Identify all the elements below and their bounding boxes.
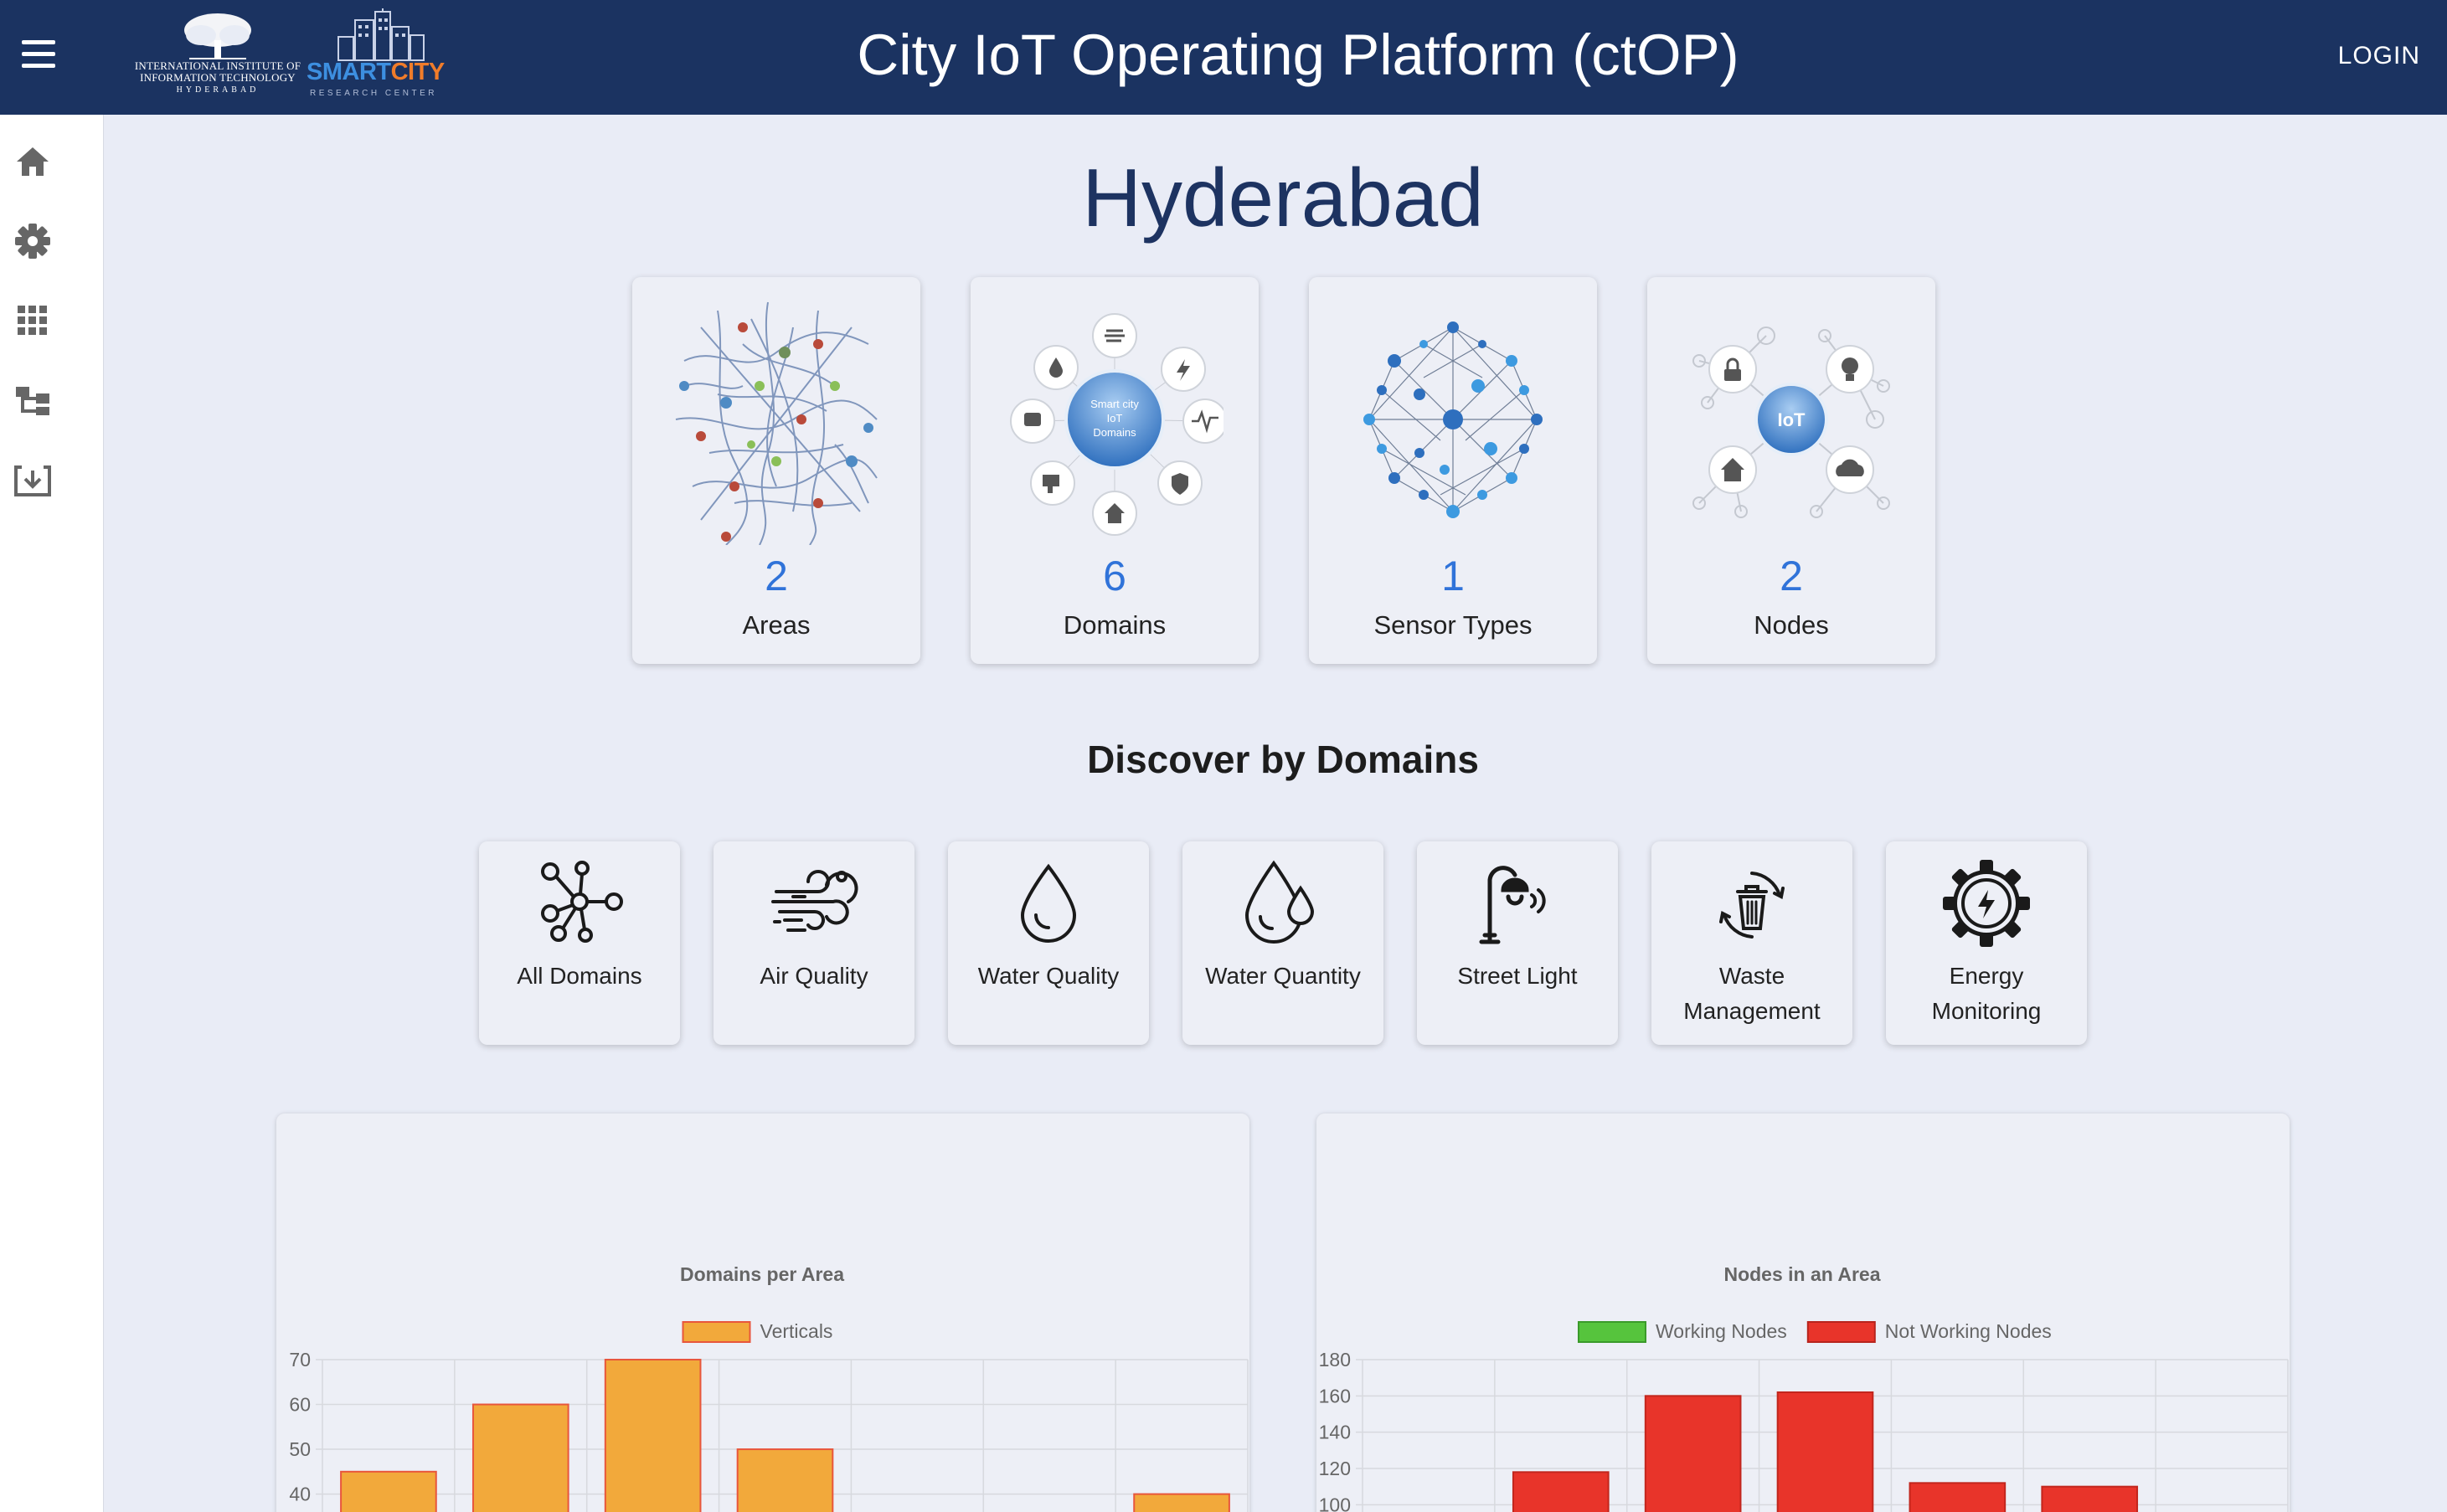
- domain-card-water-quantity[interactable]: Water Quantity: [1182, 841, 1383, 1045]
- stat-label-sensor-types: Sensor Types: [1373, 610, 1533, 640]
- login-button[interactable]: LOGIN: [2337, 42, 2420, 69]
- stat-card-areas[interactable]: 2 Areas: [632, 277, 920, 664]
- smart-city-domains-image: Smart city IoT Domains: [1010, 313, 1224, 536]
- y-tick-label: 140: [1319, 1422, 1351, 1443]
- stat-value-nodes: 2: [1780, 553, 1803, 599]
- logo-sc-smart: SMART: [307, 59, 391, 85]
- logo-iiit-line3: HYDERABAD: [176, 85, 260, 95]
- energy-gear-icon: [1936, 860, 2037, 952]
- domain-label-all-domains: All Domains: [517, 963, 642, 989]
- bar[interactable]: [1909, 1482, 2007, 1512]
- network-nodes-icon: [529, 860, 630, 952]
- domains-center-line2: IoT: [1107, 412, 1123, 424]
- domains-center-line1: Smart city: [1090, 398, 1139, 410]
- logo-sc-sub: RESEARCH CENTER: [310, 89, 437, 98]
- stat-value-sensor-types: 1: [1441, 553, 1465, 599]
- chart-title: Nodes in an Area: [1723, 1263, 1880, 1285]
- wind-icon: [764, 860, 864, 952]
- hierarchy-icon[interactable]: [10, 378, 55, 423]
- domains-center-line3: Domains: [1093, 426, 1136, 439]
- legend-swatch[interactable]: [1578, 1321, 1646, 1343]
- bar[interactable]: [1776, 1391, 1874, 1512]
- recycle-bin-icon: [1702, 860, 1802, 952]
- y-tick-label: 160: [1319, 1385, 1351, 1407]
- logo-iiit-line2: INFORMATION TECHNOLOGY: [140, 71, 296, 84]
- apps-grid-icon[interactable]: [10, 298, 55, 343]
- domain-label-water-quantity: Water Quantity: [1205, 963, 1361, 989]
- legend-label[interactable]: Working Nodes: [1656, 1320, 1787, 1342]
- domain-label-waste-management: Waste Management: [1660, 959, 1844, 1029]
- bar[interactable]: [1133, 1493, 1230, 1512]
- stat-value-areas: 2: [765, 553, 788, 599]
- discover-title: Discover by Domains: [1087, 738, 1479, 781]
- home-icon[interactable]: [10, 139, 55, 184]
- domain-label-energy-monitoring: Energy Monitoring: [1894, 959, 2079, 1029]
- domain-label-water-quality: Water Quality: [977, 963, 1120, 989]
- waste-label-line2: Management: [1683, 998, 1821, 1024]
- water-drops-icon: [1233, 860, 1333, 952]
- y-tick-label: 70: [289, 1349, 311, 1371]
- download-icon[interactable]: [10, 457, 55, 502]
- legend-label[interactable]: Verticals: [760, 1320, 833, 1342]
- y-tick-label: 100: [1319, 1494, 1351, 1512]
- stat-label-areas: Areas: [742, 610, 811, 640]
- stat-label-nodes: Nodes: [1754, 610, 1829, 640]
- domain-card-energy-monitoring[interactable]: Energy Monitoring: [1886, 841, 2087, 1045]
- stat-value-domains: 6: [1103, 553, 1126, 599]
- logo-iiit-line1: INTERNATIONAL INSTITUTE OF: [134, 59, 301, 72]
- bar[interactable]: [2041, 1485, 2139, 1512]
- energy-label-line2: Monitoring: [1931, 998, 2042, 1024]
- stat-card-sensor-types[interactable]: 1 Sensor Types: [1309, 277, 1597, 664]
- legend-swatch[interactable]: [1806, 1321, 1876, 1343]
- bar[interactable]: [1512, 1471, 1610, 1512]
- legend-swatch[interactable]: [682, 1321, 751, 1343]
- y-tick-label: 120: [1319, 1458, 1351, 1479]
- app-title: City IoT Operating Platform (ctOP): [857, 23, 1739, 87]
- legend-label[interactable]: Not Working Nodes: [1885, 1320, 2052, 1342]
- logo-sc-city: CITY: [390, 59, 446, 85]
- iot-nodes-image: IoT: [1692, 327, 1890, 518]
- y-tick-label: 60: [289, 1394, 311, 1416]
- menu-icon[interactable]: [18, 40, 59, 74]
- y-tick-label: 50: [289, 1438, 311, 1460]
- bar[interactable]: [1644, 1395, 1742, 1512]
- city-name: Hyderabad: [1082, 152, 1484, 244]
- domain-card-waste-management[interactable]: Waste Management: [1651, 841, 1852, 1045]
- waste-label-line1: Waste: [1718, 963, 1785, 989]
- stat-card-nodes[interactable]: IoT 2 Nodes: [1647, 277, 1935, 664]
- city-skyline-icon: [337, 8, 425, 61]
- chart-title: Domains per Area: [680, 1263, 844, 1285]
- water-drop-icon: [998, 860, 1099, 952]
- y-tick-label: 180: [1319, 1349, 1351, 1371]
- bar[interactable]: [604, 1359, 702, 1512]
- stat-label-domains: Domains: [1063, 610, 1167, 640]
- domain-card-all-domains[interactable]: All Domains: [479, 841, 680, 1045]
- tree-icon: [184, 13, 251, 59]
- city-map-image: [675, 301, 878, 545]
- gear-icon[interactable]: [10, 219, 55, 264]
- bar[interactable]: [736, 1448, 834, 1512]
- y-tick-label: 40: [289, 1484, 311, 1505]
- smart-city-logo[interactable]: SMARTCITY RESEARCH CENTER: [305, 8, 461, 100]
- energy-label-line1: Energy: [1949, 963, 2024, 989]
- domain-card-street-light[interactable]: Street Light: [1417, 841, 1618, 1045]
- domain-card-air-quality[interactable]: Air Quality: [713, 841, 914, 1045]
- stat-card-domains[interactable]: Smart city IoT Domains 6 Domains: [971, 277, 1259, 664]
- sidebar: [0, 115, 104, 1512]
- bar[interactable]: [471, 1403, 569, 1512]
- street-light-icon: [1467, 860, 1568, 952]
- domain-label-street-light: Street Light: [1457, 963, 1578, 989]
- bar[interactable]: [340, 1470, 437, 1512]
- domain-card-water-quality[interactable]: Water Quality: [948, 841, 1149, 1045]
- sensor-network-image: [1363, 321, 1543, 518]
- nodes-center-text: IoT: [1778, 409, 1806, 430]
- domain-label-air-quality: Air Quality: [760, 963, 868, 989]
